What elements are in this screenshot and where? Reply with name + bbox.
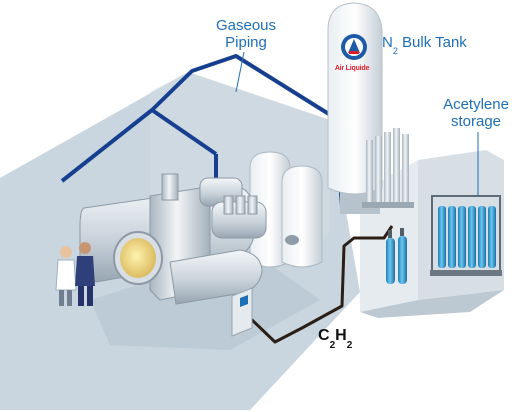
gaseous-label-line2: Piping (225, 34, 267, 51)
industrial-furnace (79, 173, 267, 305)
vaporizer-fins (362, 128, 414, 208)
n2-bulk-tank-label: N2 Bulk Tank (382, 34, 467, 56)
n2-label-text: Bulk Tank (397, 34, 467, 51)
c2h2-h: H (335, 327, 347, 344)
n2-subscript: 2 (392, 46, 398, 56)
acetylene-storage-label: Acetylene storage (430, 96, 522, 130)
acetylene-room-floor (360, 290, 504, 318)
acetylene-label-line1: Acetylene (443, 96, 509, 113)
acetylene-piping (248, 225, 394, 344)
person-lab-coat (55, 246, 77, 306)
air-liquide-logo-icon (341, 34, 367, 60)
acetylene-cylinder-rack (430, 195, 502, 276)
acetylene-label-line2: storage (450, 113, 502, 130)
acetylene-single-cylinders (386, 228, 407, 284)
gaseous-piping-label: Gaseous Piping (208, 17, 284, 51)
n2-symbol: N (382, 34, 393, 51)
gaseous-piping-branch (150, 108, 218, 156)
person-technician (75, 242, 95, 306)
c2h2-pipe-label: C2H2 (318, 327, 352, 351)
control-panel (231, 287, 253, 337)
leader-gaseous (235, 51, 245, 93)
floor-shadow (90, 250, 320, 350)
gaseous-label-line1: Gaseous (215, 17, 277, 34)
c2h2-sub2: 2 (346, 340, 353, 352)
n2-bulk-tank (327, 2, 383, 195)
c2h2-sub1: 2 (329, 340, 336, 352)
c2h2-c: C (318, 327, 330, 344)
air-liquide-logo-text: Air Liquide (334, 65, 370, 72)
pressure-vessels (249, 151, 323, 268)
